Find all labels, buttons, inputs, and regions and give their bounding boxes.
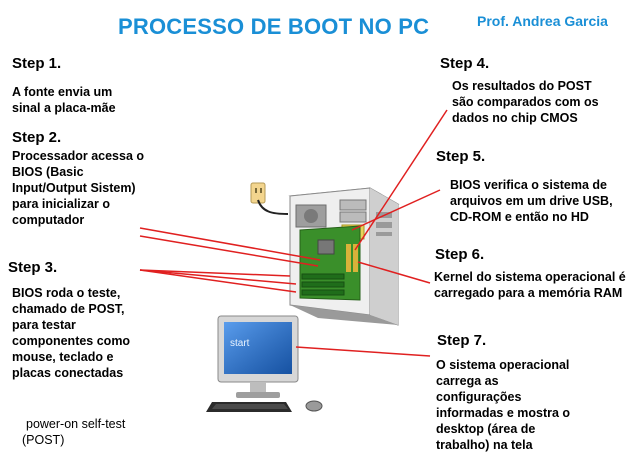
step-1-label: Step 1. bbox=[12, 55, 62, 72]
arrow-step2-a bbox=[139, 227, 321, 261]
step-3-text: BIOS roda o teste, chamado de POST, para… bbox=[12, 286, 131, 380]
step-5-text: BIOS verifica o sistema de arquivos em u… bbox=[450, 178, 613, 224]
step-7-label: Step 7. bbox=[437, 332, 487, 349]
step-2-label: Step 2. bbox=[12, 129, 62, 146]
power-outlet-icon bbox=[250, 182, 289, 215]
arrow-step5 bbox=[351, 189, 441, 231]
monitor-icon: start bbox=[217, 315, 299, 398]
step-5-label: Step 5. bbox=[436, 148, 486, 165]
step-4-label: Step 4. bbox=[440, 55, 490, 72]
arrow-step4 bbox=[354, 109, 448, 251]
arrow-step3-c bbox=[139, 269, 297, 293]
arrow-step2-b bbox=[139, 235, 319, 267]
arrow-step7 bbox=[295, 346, 431, 357]
footnote-line1: power-on self-test bbox=[26, 417, 126, 431]
start-text: start bbox=[230, 338, 250, 349]
mouse-icon bbox=[305, 400, 323, 412]
arrow-step3-a bbox=[139, 269, 291, 277]
pc-tower-icon bbox=[288, 187, 400, 326]
step-6-label: Step 6. bbox=[435, 246, 485, 263]
step-4-text: Os resultados do POST são comparados com… bbox=[452, 79, 599, 125]
arrow-step3-b bbox=[139, 269, 297, 285]
step-3-label: Step 3. bbox=[8, 259, 58, 276]
author-name: Prof. Andrea Garcia bbox=[477, 13, 608, 29]
arrows-group bbox=[139, 109, 448, 357]
step-2-text: Processador acessa o BIOS (Basic Input/O… bbox=[12, 149, 145, 227]
step-1-text: A fonte envia um sinal a placa-mãe bbox=[12, 85, 116, 115]
step-6-text: Kernel do sistema operacional é carregad… bbox=[434, 270, 626, 300]
footnote-line2: (POST) bbox=[22, 433, 65, 447]
page-title: PROCESSO DE BOOT NO PC bbox=[118, 14, 430, 39]
arrow-step6 bbox=[357, 261, 431, 284]
step-7-text: O sistema operacional carrega as configu… bbox=[436, 358, 571, 452]
keyboard-icon bbox=[206, 402, 292, 412]
